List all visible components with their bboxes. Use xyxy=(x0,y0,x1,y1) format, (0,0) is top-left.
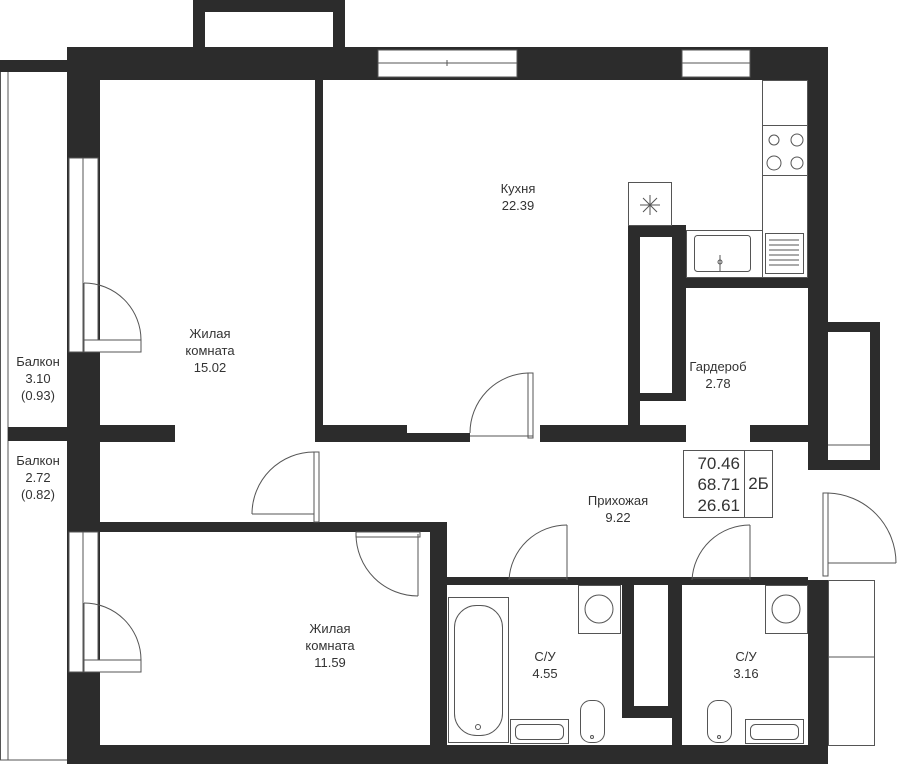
sink-icon xyxy=(694,235,751,272)
room-bathroom-1: С/У 4.55 xyxy=(532,648,557,682)
room-reduced-area: (0.82) xyxy=(21,487,55,502)
apartment-type: 2Б xyxy=(748,474,769,493)
room-area: 4.55 xyxy=(532,666,558,681)
room-name: комната xyxy=(305,638,355,653)
room-area: 22.39 xyxy=(501,198,535,213)
stove-icon xyxy=(762,125,808,176)
room-name: Балкон xyxy=(16,453,60,468)
room-name: Жилая xyxy=(309,621,351,636)
room-name: Жилая xyxy=(189,326,231,341)
room-living-2: Жилая комната 11.59 xyxy=(305,620,354,671)
room-name: Гардероб xyxy=(689,359,747,374)
toilet-icon xyxy=(580,700,732,743)
total-area: 70.46 xyxy=(697,454,740,473)
washing-machine-icon xyxy=(578,585,808,634)
room-area: 9.22 xyxy=(605,510,631,525)
living-area: 26.61 xyxy=(697,496,740,515)
room-area: 2.72 xyxy=(25,470,51,485)
room-area: 2.78 xyxy=(705,376,731,391)
right-wall xyxy=(808,47,828,322)
room-reduced-area: (0.93) xyxy=(21,388,55,403)
room-wardrobe: Гардероб 2.78 xyxy=(689,358,746,392)
room-name: комната xyxy=(185,343,235,358)
room-living-1: Жилая комната 15.02 xyxy=(185,325,234,376)
left-balcony xyxy=(0,65,68,761)
kitchen-counter xyxy=(762,80,808,278)
total-area-without-balcony: 68.71 xyxy=(697,475,740,494)
room-area: 15.02 xyxy=(193,360,227,375)
door xyxy=(83,282,897,673)
room-name: Балкон xyxy=(16,354,60,369)
room-name: С/У xyxy=(534,649,556,664)
ventilation-icon xyxy=(628,182,672,226)
room-name: Кухня xyxy=(500,181,536,196)
room-balcony-2: Балкон 2.72 (0.82) xyxy=(16,452,60,503)
apartment-summary: 70.46 68.71 26.61 2Б xyxy=(683,450,773,518)
room-name: С/У xyxy=(735,649,757,664)
room-balcony-1: Балкон 3.10 (0.93) xyxy=(16,353,60,404)
room-area: 3.10 xyxy=(25,371,51,386)
room-area: 11.59 xyxy=(314,655,346,670)
dishwasher-icon xyxy=(765,233,804,274)
washbasin-icon xyxy=(510,719,804,744)
room-name: Прихожая xyxy=(587,493,649,508)
room-kitchen: Кухня 22.39 xyxy=(501,180,536,214)
room-hall: Прихожая 9.22 xyxy=(588,492,648,526)
bathtub-icon xyxy=(448,597,509,743)
room-bathroom-2: С/У 3.16 xyxy=(733,648,758,682)
room-area: 3.16 xyxy=(733,666,759,681)
bottom-wall xyxy=(67,745,828,764)
